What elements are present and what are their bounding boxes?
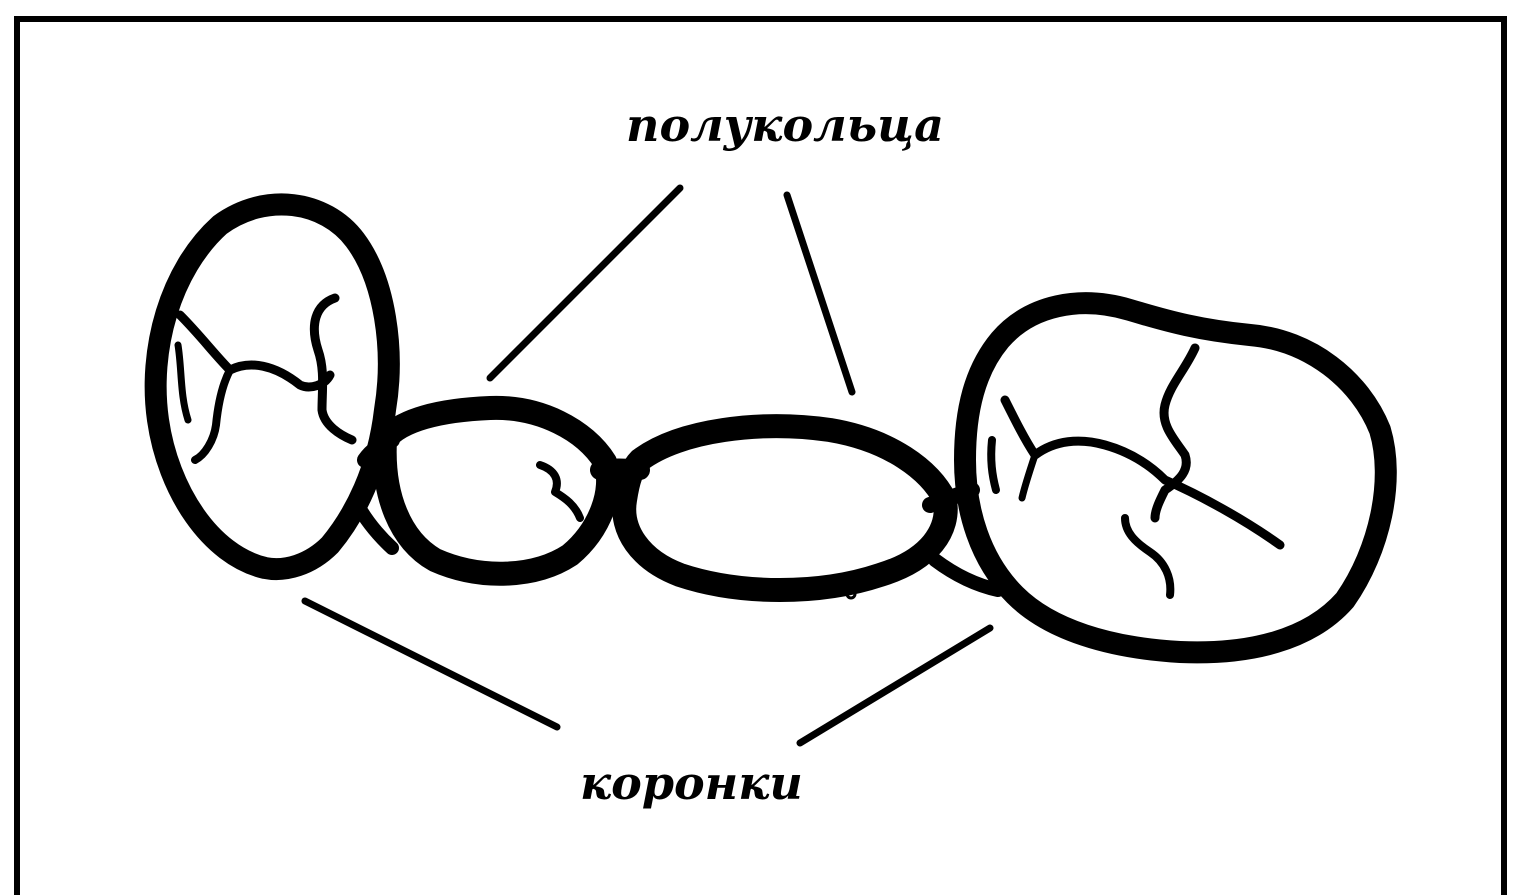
- right-crown-fissure-3: [1125, 518, 1170, 595]
- connector-mid: [600, 469, 640, 471]
- middle-half-ring: [624, 426, 946, 598]
- left-crown: [156, 204, 389, 569]
- right-crown: [965, 303, 1386, 652]
- left-crown-fissure-1: [180, 315, 330, 387]
- left-half-ring-notch: [540, 465, 580, 518]
- left-crown-fissure-2: [195, 370, 230, 460]
- left-crown-fissure-3: [314, 298, 352, 440]
- label-half-rings: полукольца: [626, 102, 944, 148]
- left-half-ring-outline: [385, 408, 608, 574]
- middle-half-ring-outline: [624, 426, 946, 590]
- right-crown-fissure-4: [991, 440, 996, 490]
- right-crown-fissure-1: [1005, 400, 1280, 545]
- leader-line-crown-right: [800, 628, 990, 743]
- left-half-ring: [385, 408, 608, 574]
- label-crowns: коронки: [580, 760, 803, 806]
- leader-line-half-ring-right: [787, 195, 852, 392]
- leader-line-crown-left: [305, 601, 557, 727]
- left-crown-fissure-4: [178, 345, 188, 420]
- right-crown-fissure-5: [1022, 455, 1035, 498]
- leader-line-half-ring-left: [490, 188, 680, 378]
- left-crown-outline: [156, 204, 389, 569]
